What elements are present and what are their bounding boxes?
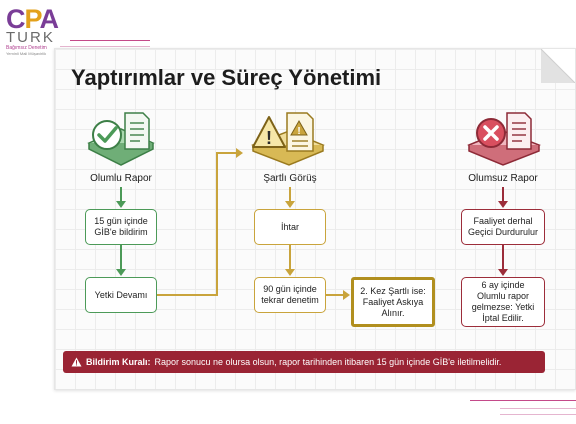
check-document-icon <box>87 112 155 166</box>
decorative-line <box>500 414 576 415</box>
reaudit-box: 90 gün içinde tekrar denetim <box>254 277 326 313</box>
svg-text:!: ! <box>297 126 300 137</box>
warning-box: İhtar <box>254 209 326 245</box>
company-logo: CPA TURK Bağımsız Denetim Yeminli Mali M… <box>6 4 66 57</box>
decorative-line <box>500 408 576 409</box>
gib-notification-box: 15 gün içinde GİB'e bildirim <box>85 209 157 245</box>
banner-text: Rapor sonucu ne olursa olsun, rapor tari… <box>154 357 502 367</box>
arrow-head <box>285 269 295 276</box>
arrow-head <box>116 269 126 276</box>
logo-turk-text: TURK <box>6 29 55 46</box>
connector-arrow <box>156 152 238 296</box>
arrow-head <box>285 201 295 208</box>
logo-subtitle: Bağımsız Denetim <box>6 45 47 51</box>
warning-document-icon: ! ! <box>251 112 325 166</box>
temporary-stop-box: Faaliyet derhal Geçici Durdurulur <box>461 209 545 245</box>
arrow-head <box>116 201 126 208</box>
conditional-opinion-label: Şartlı Görüş <box>263 173 317 184</box>
logo-cpa-text: CPA <box>6 4 59 34</box>
arrow-head <box>343 290 350 300</box>
authority-revoked-box: 6 ay içinde Olumlu rapor gelmezse: Yetki… <box>461 277 545 327</box>
notification-rule-banner: Bildirim Kuralı: Rapor sonucu ne olursa … <box>63 351 545 373</box>
arrow-head <box>498 201 508 208</box>
svg-text:!: ! <box>266 128 272 148</box>
arrow-head <box>236 148 243 158</box>
positive-report-label: Olumlu Rapor <box>90 173 152 184</box>
cross-document-icon <box>467 112 541 166</box>
decorative-line <box>470 400 576 401</box>
page-fold-icon <box>541 49 575 83</box>
slide-panel: Yaptırımlar ve Süreç Yönetimi <box>54 48 576 390</box>
slide-title: Yaptırımlar ve Süreç Yönetimi <box>71 65 382 90</box>
authority-continues-box: Yetki Devamı <box>85 277 157 313</box>
banner-label: Bildirim Kuralı: <box>86 357 151 367</box>
decorative-line <box>70 40 150 41</box>
negative-report-label: Olumsuz Rapor <box>468 173 538 184</box>
flow-connectors <box>116 148 508 300</box>
activity-suspended-box: 2. Kez Şartlı ise: Faaliyet Askıya Alını… <box>351 277 435 327</box>
decorative-line <box>60 46 150 47</box>
warning-icon <box>71 357 82 367</box>
logo-subtitle-2: Yeminli Mali Müşavirlik <box>6 51 47 56</box>
arrow-head <box>498 269 508 276</box>
